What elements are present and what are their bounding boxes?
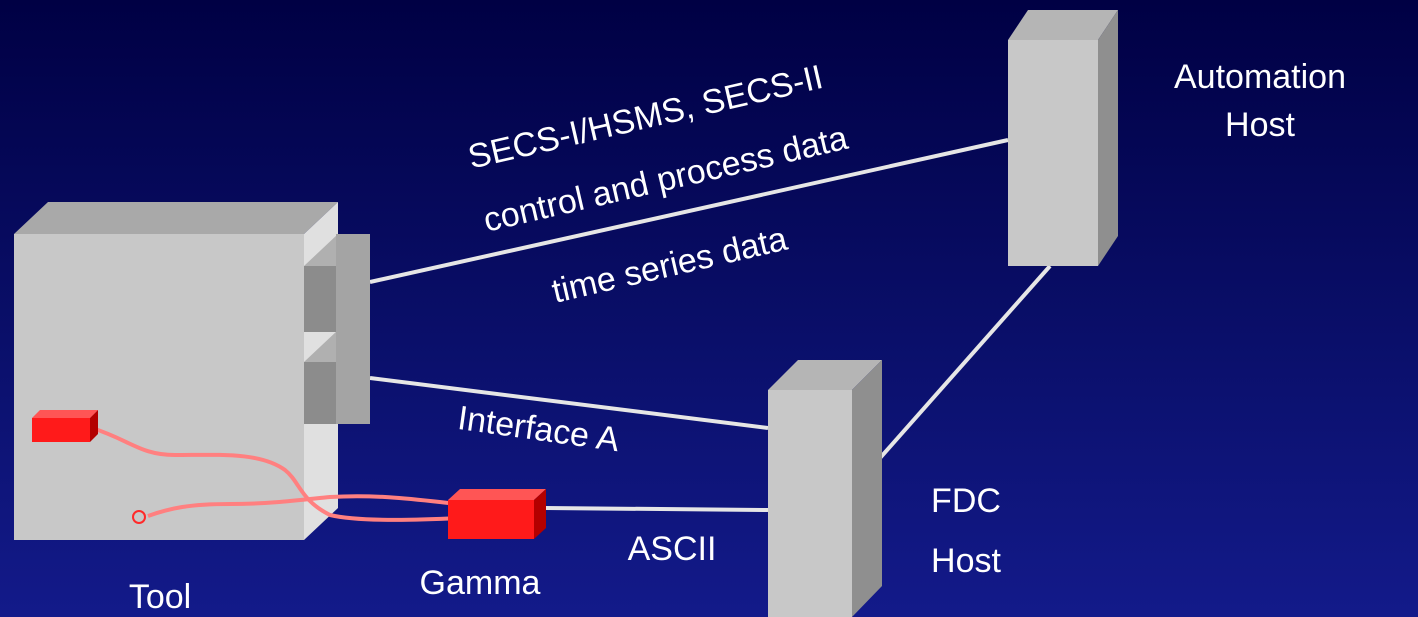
secs-connection-line [369,138,1009,284]
tool-label: Tool [129,578,191,616]
automation-host-label-line2: Host [1225,106,1295,144]
tool-upper-port [304,234,370,332]
tool-sensor-icon [32,410,98,442]
fdc-host-box [768,360,882,617]
sensor-probe-icon [132,510,146,524]
automation-host-front [1008,40,1098,266]
fdc-host-top [768,360,882,390]
fdc-host-front [768,390,852,617]
tool-box [14,202,370,540]
ascii-label: ASCII [628,530,717,568]
connector-lines [369,138,1052,512]
sensor-wires [91,426,459,522]
automation-host-label-line1: Automation [1174,58,1346,96]
tool-lower-port [304,330,370,424]
automation-host-side [1098,10,1118,266]
automation-host-top [1008,10,1118,40]
sensor-wire-upper [91,426,459,522]
automation-host-box [1008,10,1118,266]
fdc-to-automation-line [878,264,1052,460]
gamma-box [448,489,546,539]
ascii-connection-line [544,506,769,512]
gamma-label: Gamma [420,564,541,602]
tool-front [14,234,304,540]
tool-top [14,202,338,234]
fdc-host-label-line2: Host [931,542,1001,580]
fdc-host-label-line1: FDC [931,482,1001,520]
fdc-host-side [852,360,882,617]
interface-a-connection-line [369,376,769,430]
sensor-wire-lower [147,494,459,518]
